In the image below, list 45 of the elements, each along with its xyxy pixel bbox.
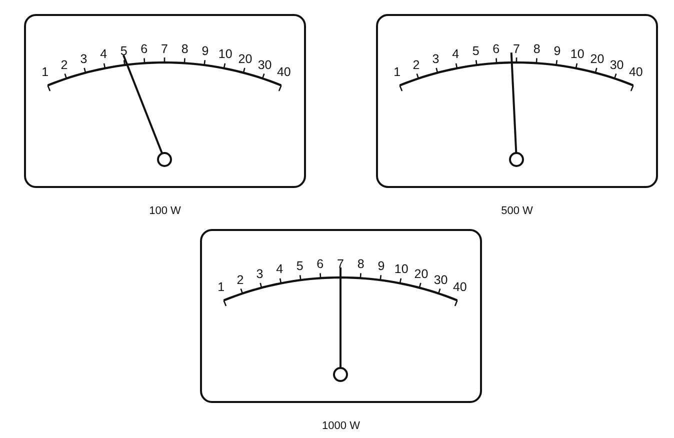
scale-number: 3 [256, 268, 264, 281]
scale-number: 6 [492, 43, 500, 56]
scale-number: 30 [434, 274, 448, 287]
scale-number: 4 [276, 263, 284, 276]
scale-number: 30 [610, 58, 624, 72]
scale-number: 40 [452, 280, 467, 294]
scale-number: 5 [120, 45, 128, 58]
scale-number: 8 [533, 43, 540, 56]
scale-number: 5 [296, 260, 304, 274]
scale-number: 40 [628, 66, 643, 79]
scale-number: 2 [60, 58, 68, 72]
scale-number: 6 [316, 258, 324, 272]
scale-number: 20 [590, 52, 604, 66]
scale-number: 1 [394, 66, 401, 79]
scale-number: 8 [181, 43, 188, 56]
scale-number: 10 [218, 48, 232, 62]
scale-number: 3 [80, 52, 88, 66]
scale-number: 6 [140, 43, 148, 56]
scale-number: 9 [202, 45, 209, 58]
scale-number: 5 [472, 45, 480, 58]
scale-number: 7 [513, 42, 520, 56]
scale-number: 20 [238, 52, 252, 66]
scale-number: 9 [554, 45, 561, 58]
scale-number: 20 [414, 268, 428, 281]
scale-number: 3 [432, 52, 440, 66]
meter-panel [376, 14, 658, 188]
scale-number: 7 [161, 42, 168, 56]
scale-number: 1 [218, 280, 225, 294]
meter-caption: 500 W [501, 205, 533, 217]
scale-number: 1 [42, 66, 49, 79]
scale-number: 9 [378, 260, 385, 274]
meter-panel [200, 229, 482, 403]
meter-panel [24, 14, 306, 188]
scale-number: 4 [452, 48, 460, 62]
scale-number: 10 [570, 48, 584, 62]
meter-caption: 1000 W [322, 420, 360, 432]
scale-number: 30 [258, 58, 272, 72]
meter-caption: 100 W [149, 205, 181, 217]
scale-number: 8 [357, 258, 364, 272]
scale-number: 40 [276, 66, 291, 79]
scale-number: 2 [236, 274, 244, 287]
scale-number: 7 [337, 258, 344, 270]
scale-number: 2 [412, 58, 420, 72]
scale-number: 4 [100, 48, 108, 62]
scale-number: 10 [394, 263, 408, 276]
